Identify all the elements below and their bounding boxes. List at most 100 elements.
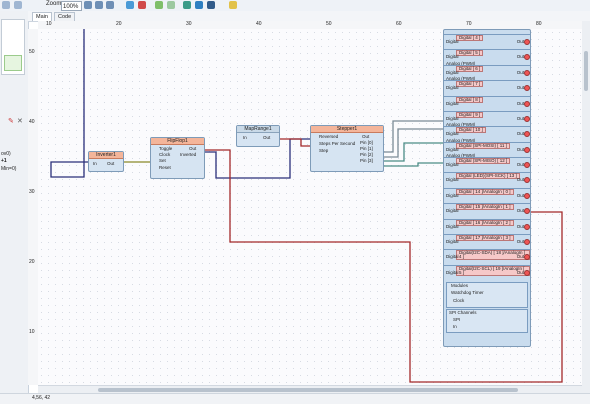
board-pin-connector-icon[interactable] (524, 100, 530, 107)
redo-icon[interactable] (14, 1, 22, 9)
align-icon[interactable] (155, 1, 163, 9)
diagram-canvas[interactable]: Inverter1 In Out FlipFlop1 Toggle Clock … (38, 29, 582, 385)
vscroll-thumb[interactable] (584, 51, 588, 91)
arrange-icon[interactable] (167, 1, 175, 9)
tools-icon[interactable]: ✕ (17, 118, 23, 125)
stepper-pin3[interactable]: Pin [3] (360, 158, 373, 163)
board-pin-out[interactable]: Out (516, 131, 524, 137)
board-pin-connector-icon[interactable] (524, 39, 530, 45)
board-pin-connector-icon[interactable] (524, 115, 530, 122)
board-pin-out[interactable]: Out (516, 223, 524, 229)
board-pin-connector-icon[interactable] (524, 269, 530, 276)
wire-red-1[interactable] (278, 138, 310, 147)
board-pin-connector-icon[interactable] (524, 208, 530, 215)
board-pin-out[interactable]: Out (516, 100, 524, 106)
inverter-out-pin[interactable]: Out (107, 161, 115, 166)
stepper-pin2[interactable]: Pin [2] (360, 152, 373, 157)
board-pin-out[interactable]: Out (516, 54, 524, 60)
inverter-component[interactable]: Inverter1 In Out (88, 151, 124, 172)
board-pin-out[interactable]: Out (516, 177, 524, 183)
build-icon[interactable] (195, 1, 203, 9)
board-pin-connector-icon[interactable] (524, 85, 530, 92)
board-pin-connector-icon[interactable] (524, 146, 530, 153)
board-pin-out[interactable]: Out (516, 69, 524, 75)
stepper-pin1[interactable]: Pin [1] (360, 146, 373, 151)
fit-icon[interactable] (106, 1, 114, 9)
board-pin-out[interactable]: Out (516, 254, 524, 260)
modules-watchdog[interactable]: Watchdog Timer (451, 290, 484, 295)
zoom-out-icon[interactable] (95, 1, 103, 9)
board-pin-out[interactable]: Out (516, 115, 524, 121)
board-pin-connector-icon[interactable] (524, 192, 530, 199)
stepper-pin-reversed[interactable]: Reversed (319, 134, 339, 139)
wire-red-long[interactable] (203, 149, 563, 383)
board-pin-out[interactable]: Out (516, 269, 524, 275)
horizontal-scrollbar[interactable] (38, 385, 582, 394)
board-pin-connector-icon[interactable] (524, 162, 530, 168)
inverter-in-pin[interactable]: In (93, 161, 97, 166)
flipflop-inverted-pin[interactable]: Inverted (180, 152, 197, 157)
wire-gray-2[interactable] (382, 128, 443, 158)
flipflop-out-pin[interactable]: Out (189, 146, 197, 151)
tab-main[interactable]: Main (32, 12, 52, 21)
flipflop-pin-reset[interactable]: Reset (159, 165, 171, 170)
delete-icon[interactable] (138, 1, 146, 9)
board-pin-out[interactable]: Out (516, 208, 524, 214)
wire-teal-1[interactable] (382, 142, 443, 162)
board-pin-row[interactable]: Digital(I2C-SDA) [ 18 ]/AnalogIn [ 4 ]Di… (444, 249, 530, 265)
flipflop-component[interactable]: FlipFlop1 Toggle Clock Set Reset Out Inv… (150, 137, 205, 179)
undo-icon[interactable] (2, 1, 10, 9)
board-pin-connector-icon[interactable] (524, 69, 530, 76)
stepper-component[interactable]: Stepper1 Reversed Steps Per Second Step … (310, 125, 384, 172)
board-pin-out[interactable]: Out (516, 39, 524, 44)
board-pin-connector-icon[interactable] (524, 238, 530, 245)
wire-gray-1[interactable] (382, 120, 443, 153)
board-pin-connector-icon[interactable] (524, 54, 530, 61)
board-pin-connector-icon[interactable] (524, 177, 530, 184)
maprange-component[interactable]: MapRange1 In Out (236, 125, 280, 147)
board-pin-connector-icon[interactable] (524, 131, 530, 138)
board-pin-connector-icon[interactable] (524, 223, 530, 230)
vertical-scrollbar[interactable] (582, 21, 590, 393)
flipflop-pin-clock[interactable]: Clock (159, 152, 171, 157)
board-pin-out[interactable]: Out (516, 162, 524, 167)
stepper-pin-steps[interactable]: Steps Per Second (319, 141, 356, 146)
flipflop-pin-set[interactable]: Set (159, 158, 166, 163)
board-pin-out[interactable]: Out (516, 192, 524, 198)
modules-clock[interactable]: Clock (453, 298, 465, 303)
board-pin-out[interactable]: Out (516, 85, 524, 91)
spi-item[interactable]: SPI (453, 317, 461, 322)
zoom-in-icon[interactable] (84, 1, 92, 9)
board-pin-connector-icon[interactable] (524, 254, 530, 261)
board-pin-out[interactable]: Out (516, 238, 524, 244)
tab-code[interactable]: Code (54, 12, 76, 21)
upload-icon[interactable] (207, 1, 215, 9)
maprange-in-pin[interactable]: In (243, 135, 247, 140)
stepper-pin0[interactable]: Pin [0] (360, 140, 373, 145)
grid-icon[interactable] (126, 1, 134, 9)
board-pin-row[interactable]: Digital(I2C-SCL) [ 19 ]/AnalogIn [ 5 ]Di… (444, 264, 530, 281)
zoom-select[interactable]: 100% (61, 1, 82, 11)
pin-icon[interactable]: ✎ (8, 118, 14, 125)
stepper-pin-step[interactable]: Step (319, 148, 329, 153)
maprange-out-pin[interactable]: Out (263, 135, 271, 140)
board-pin-out[interactable]: Out (516, 146, 524, 152)
flipflop-pin-toggle[interactable]: Toggle (159, 146, 173, 151)
wire-teal-2[interactable] (382, 162, 443, 167)
spi-in-pin[interactable]: In (453, 324, 457, 329)
